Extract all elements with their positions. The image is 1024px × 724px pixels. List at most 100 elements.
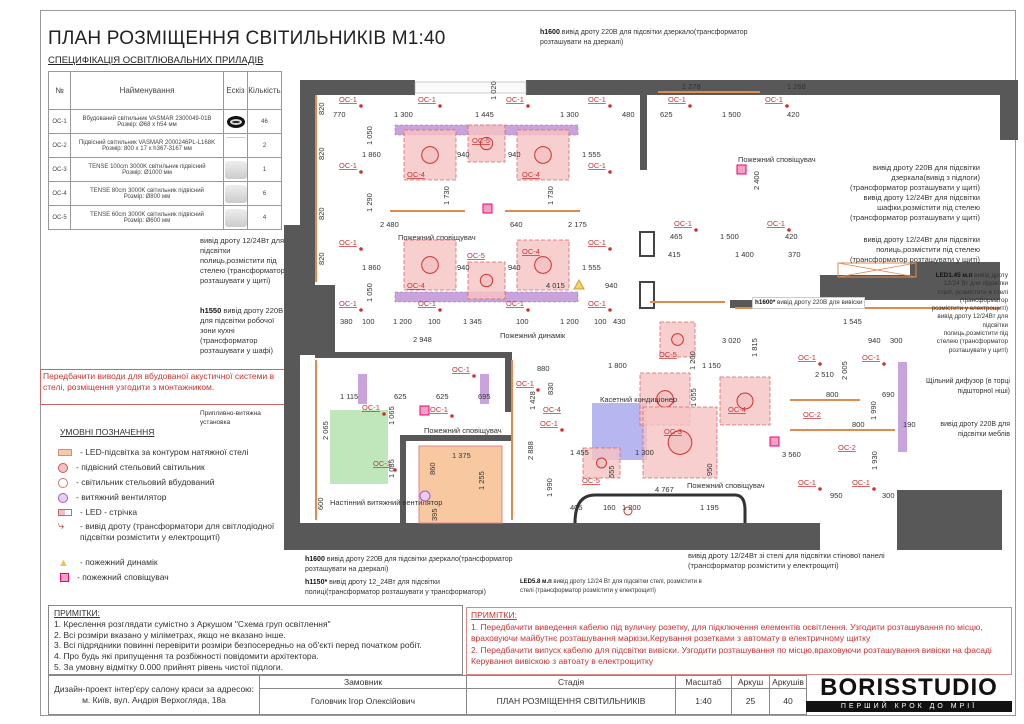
note-item: 3. Всі підрядники повинні перевірити роз… [54,640,422,651]
fire-detector-icon [769,436,780,447]
recessed-light-icon [526,104,530,108]
dimension-label: 800 [852,420,865,429]
note-height: h1150* [305,579,328,586]
dimension-label: 4 015 [546,281,565,290]
recessed-light-icon [560,428,564,432]
fixture-tag: ОС-1 [516,379,534,388]
dimension-label: 1 990 [545,478,554,497]
dimension-label: 880 [537,364,550,373]
dimension-label: 820 [317,147,326,160]
dimension-label: 1 800 [608,361,627,370]
client-label: Замовник [259,675,467,689]
pendant-light-icon [479,273,494,288]
scale-value: 1:40 [675,688,732,715]
qty: 2 [247,133,282,158]
recessed-light-icon [608,104,612,108]
note-height: LED5.8 м.п [520,579,552,585]
legend-item: - пожежний сповіщувач [58,572,298,583]
dimension-label: 950 [705,463,714,476]
dimension-label: 100 [428,317,441,326]
page-title: ПЛАН РОЗМІЩЕННЯ СВІТИЛЬНИКІВ М1:40 [48,28,446,49]
notes-title: ПРИМІТКИ: [54,608,100,618]
recessed-light-icon [472,374,476,378]
fixture-tag: ОС-1 [339,161,357,170]
right-note-shelves: вивід дроту 12/24Вт для підсвітки полиць… [849,235,980,264]
fixture-tag: ОС-1 [373,459,391,468]
recessed-light-icon [359,170,363,174]
legend-item: ⤷- вивід дроту (трансформатори для світл… [58,521,298,543]
fixture-tag: ОС-1 [362,403,380,412]
dimension-label: 100 [516,317,529,326]
fixture-tag: ОС-5 [472,136,490,145]
qty: 46 [247,109,282,134]
dimension-label: 1 428 [528,391,537,410]
led-strip-icon [58,509,72,516]
fixture-tag: ОС-4 [522,170,540,179]
sheets-label: Аркушів [769,675,807,689]
sheet-frame [40,10,1016,716]
pendant-light-icon [736,392,754,410]
dimension-label: 1 115 [340,392,358,401]
note-text: вивід дроту 220В для підсвітки робочої з… [200,306,284,355]
dimension-label: 1 150 [702,361,721,370]
fixture-tag: ОС-2 [803,410,821,419]
note-height: h1550 [200,306,222,315]
ventilation-label: Припливно-витяжна установка [200,410,261,426]
note-item: 1. Передбачити виведення кабелю під вули… [471,621,983,644]
legend-label: - LED - стрічка [80,507,138,517]
fire-speaker-label: Пожежний динамік [500,331,566,340]
name: Підвісний світильник VASMAR 2000246PL-L1… [78,139,216,146]
recessed-light-icon [818,487,822,491]
note-text: вивід дроту 220В для підсвітки дзеркало(… [305,556,513,573]
dimension-label: 940 [508,263,521,272]
dimension-label: 300 [882,491,895,500]
dimension-label: 625 [436,392,449,401]
dimension-label: 1 445 [475,110,494,119]
fixture-tag: ОС-1 [852,478,870,487]
recessed-light-icon [393,468,397,472]
fixture-tag: ОС-5 [582,476,600,485]
fixture-tag: ОС-1 [588,95,606,104]
dimension-label: 1 545 [843,317,862,326]
conditioner-label: Касетний кондиціонер [600,395,677,404]
pendant-zones [403,124,771,479]
dimension-label: 1 200 [393,317,412,326]
legend-label: - світильник стельовий вбудований [76,477,215,487]
legend-item: - підвісний стельовий світильник [58,462,298,473]
fixture-tag: ОС-2 [838,443,856,452]
recessed-light-icon [382,412,386,416]
dimension-label: 4 767 [655,485,674,494]
pendant-light-icon [421,146,439,164]
dimension-label: 1 200 [622,503,641,512]
note-height: LED1.45 м.п [935,272,973,279]
dimension-label: 625 [660,110,673,119]
pendant-light-icon [534,256,552,274]
scale-label: Масштаб [675,675,732,689]
sheet-value: 25 [731,688,770,715]
legend-item: - LED - стрічка [58,507,298,518]
recessed-light-icon [608,247,612,251]
fire-speaker-icon [573,278,585,290]
note-shelves: вивід дроту 12/24Вт для підсвітки полиць… [200,236,285,285]
dimension-label: 380 [340,317,353,326]
pendant-zone [403,239,457,291]
recessed-light-icon [438,308,442,312]
dimension-label: 940 [508,150,521,159]
wet-zone [330,410,388,484]
dimension-label: 415 [668,250,681,259]
right-note-mirror: вивід дроту 220В для підсвітки дзеркала(… [849,163,980,222]
stage-label: Стадія [466,675,676,689]
led-contour-icon [58,449,72,456]
recessed-light-icon [688,104,692,108]
note-kitchen: h1550 вивід дроту 220В для підсвітки роб… [200,306,285,356]
column [639,231,655,257]
dimension-label: 940 [457,263,470,272]
note-item: 1. Креслення розглядати сумістно з Аркуш… [54,618,331,629]
recessed-light-icon [694,228,698,232]
recessed-light-icon [359,104,363,108]
fixture-tag: ОС-1 [862,353,880,362]
dimension-label: 1 555 [582,263,601,272]
dimension-label: 2 005 [840,361,849,380]
